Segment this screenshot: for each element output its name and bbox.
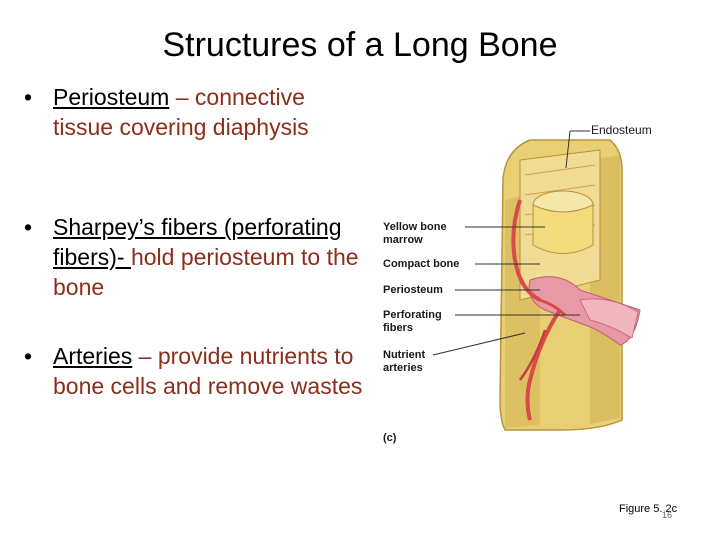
bullet-sharpeys-fibers: • Sharpey’s fibers (perforating fibers)-… xyxy=(24,212,364,302)
artery xyxy=(511,199,541,302)
bullet-dot: • xyxy=(24,214,33,240)
bullet-dot: • xyxy=(24,343,33,369)
slide-number: 16 xyxy=(662,510,673,520)
label-endosteum: Endosteum xyxy=(591,123,652,137)
label-periosteum: Periosteum xyxy=(383,284,443,296)
artery xyxy=(518,329,547,381)
bullet-term: Periosteum xyxy=(53,84,170,110)
bullet-periosteum: • Periosteum – connective tissue coverin… xyxy=(24,82,364,142)
artery xyxy=(525,308,562,421)
bullet-separator: – xyxy=(169,84,195,110)
bullet-term: Sharpey’s fibers (perforating fibers)- xyxy=(53,214,342,270)
label-perforating-fibers: Perforating fibers xyxy=(383,309,442,334)
figure-reference: Figure 5. 2c xyxy=(619,503,678,515)
yellow-marrow-body xyxy=(532,204,594,254)
label-yellow-marrow: Yellow bone marrow xyxy=(383,221,447,246)
bullet-arteries: • Arteries – provide nutrients to bone c… xyxy=(24,341,364,401)
bullet-description: connective tissue covering diaphysis xyxy=(53,84,309,140)
label-nutrient-arteries: Nutrient arteries xyxy=(383,349,426,374)
bullet-term: Arteries xyxy=(53,343,133,369)
slide-title: Structures of a Long Bone xyxy=(162,26,558,64)
artery xyxy=(539,298,567,317)
label-compact-bone: Compact bone xyxy=(383,258,460,270)
bullet-separator: – xyxy=(132,343,158,369)
leader-line xyxy=(565,130,571,169)
compact-bone-texture xyxy=(524,164,596,236)
bullet-description: hold periosteum to the bone xyxy=(53,244,359,300)
bullet-description: provide nutrients to bone cells and remo… xyxy=(53,343,363,399)
leader-line xyxy=(432,332,526,356)
periosteum-flap xyxy=(579,298,639,339)
label-part: (c) xyxy=(383,432,397,444)
bullet-dot: • xyxy=(24,84,33,110)
